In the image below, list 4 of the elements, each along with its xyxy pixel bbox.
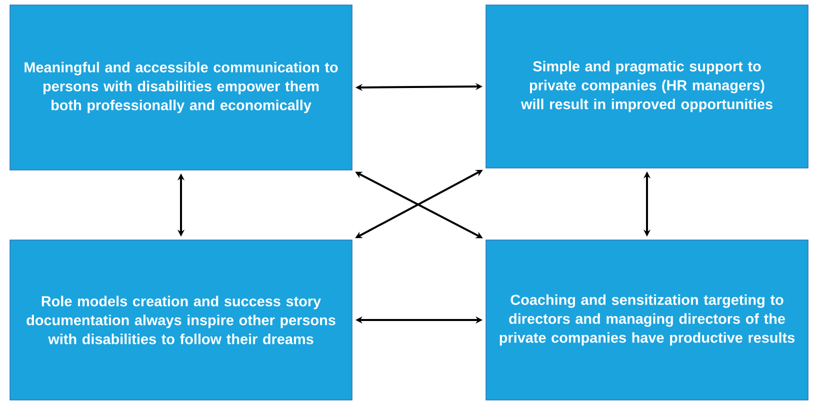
text-box: Role models creation and success story documentation always inspire other persons with disabilities to follow their dreams bbox=[10, 240, 352, 400]
text-box: Simple and pragmatic support to private companies (HR managers) will result in improved opportunities bbox=[486, 4, 808, 168]
text-box: Meaningful and accessible communication to persons with disabilities empower them both professionally and economically bbox=[10, 4, 352, 170]
text-box: Coaching and sensitization targeting to directors and managing directors of the private companies have productive results bbox=[486, 240, 808, 400]
